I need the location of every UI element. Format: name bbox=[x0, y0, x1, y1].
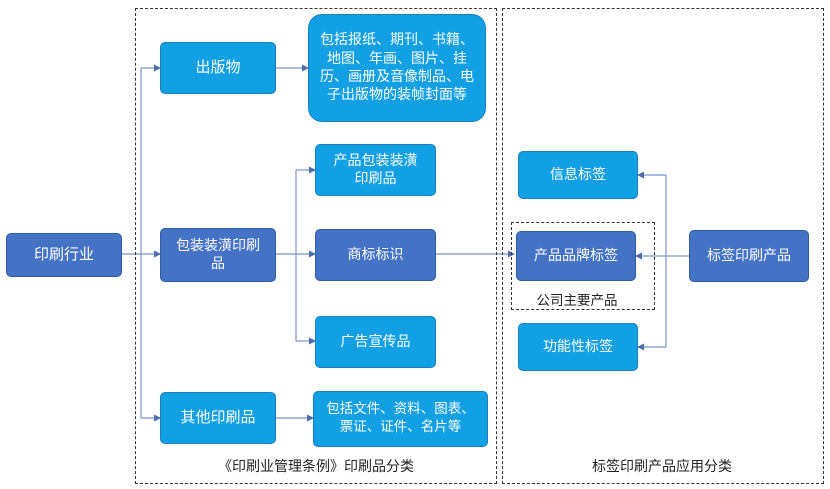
main-product-frame bbox=[511, 222, 655, 310]
node-trademark: 商标标识 bbox=[315, 229, 436, 281]
node-industry: 印刷行业 bbox=[6, 233, 122, 277]
node-label-products: 标签印刷产品 bbox=[689, 230, 809, 282]
left-frame-caption: 《印刷业管理条例》印刷品分类 bbox=[218, 459, 414, 475]
right-frame-caption: 标签印刷产品应用分类 bbox=[592, 459, 732, 475]
node-other-print: 其他印刷品 bbox=[160, 392, 276, 444]
left-frame bbox=[135, 8, 497, 484]
main-product-caption: 公司主要产品 bbox=[536, 293, 618, 309]
node-publications-desc: 包括报纸、期刊、书籍、地图、年画、图片、挂历、画册及音像制品、电子出版物的装帧封… bbox=[308, 14, 486, 122]
node-other-desc: 包括文件、资料、图表、票证、证件、名片等 bbox=[313, 391, 488, 447]
right-frame bbox=[502, 8, 824, 484]
node-packaging: 包装装潢印刷品 bbox=[160, 228, 276, 282]
node-packaging-print: 产品包装装潢印刷品 bbox=[315, 144, 436, 196]
node-functional-label: 功能性标签 bbox=[518, 323, 638, 371]
node-brand-label: 产品品牌标签 bbox=[516, 231, 636, 281]
node-advertising: 广告宣传品 bbox=[315, 316, 436, 368]
node-publications: 出版物 bbox=[160, 42, 276, 94]
node-info-label: 信息标签 bbox=[518, 151, 638, 199]
